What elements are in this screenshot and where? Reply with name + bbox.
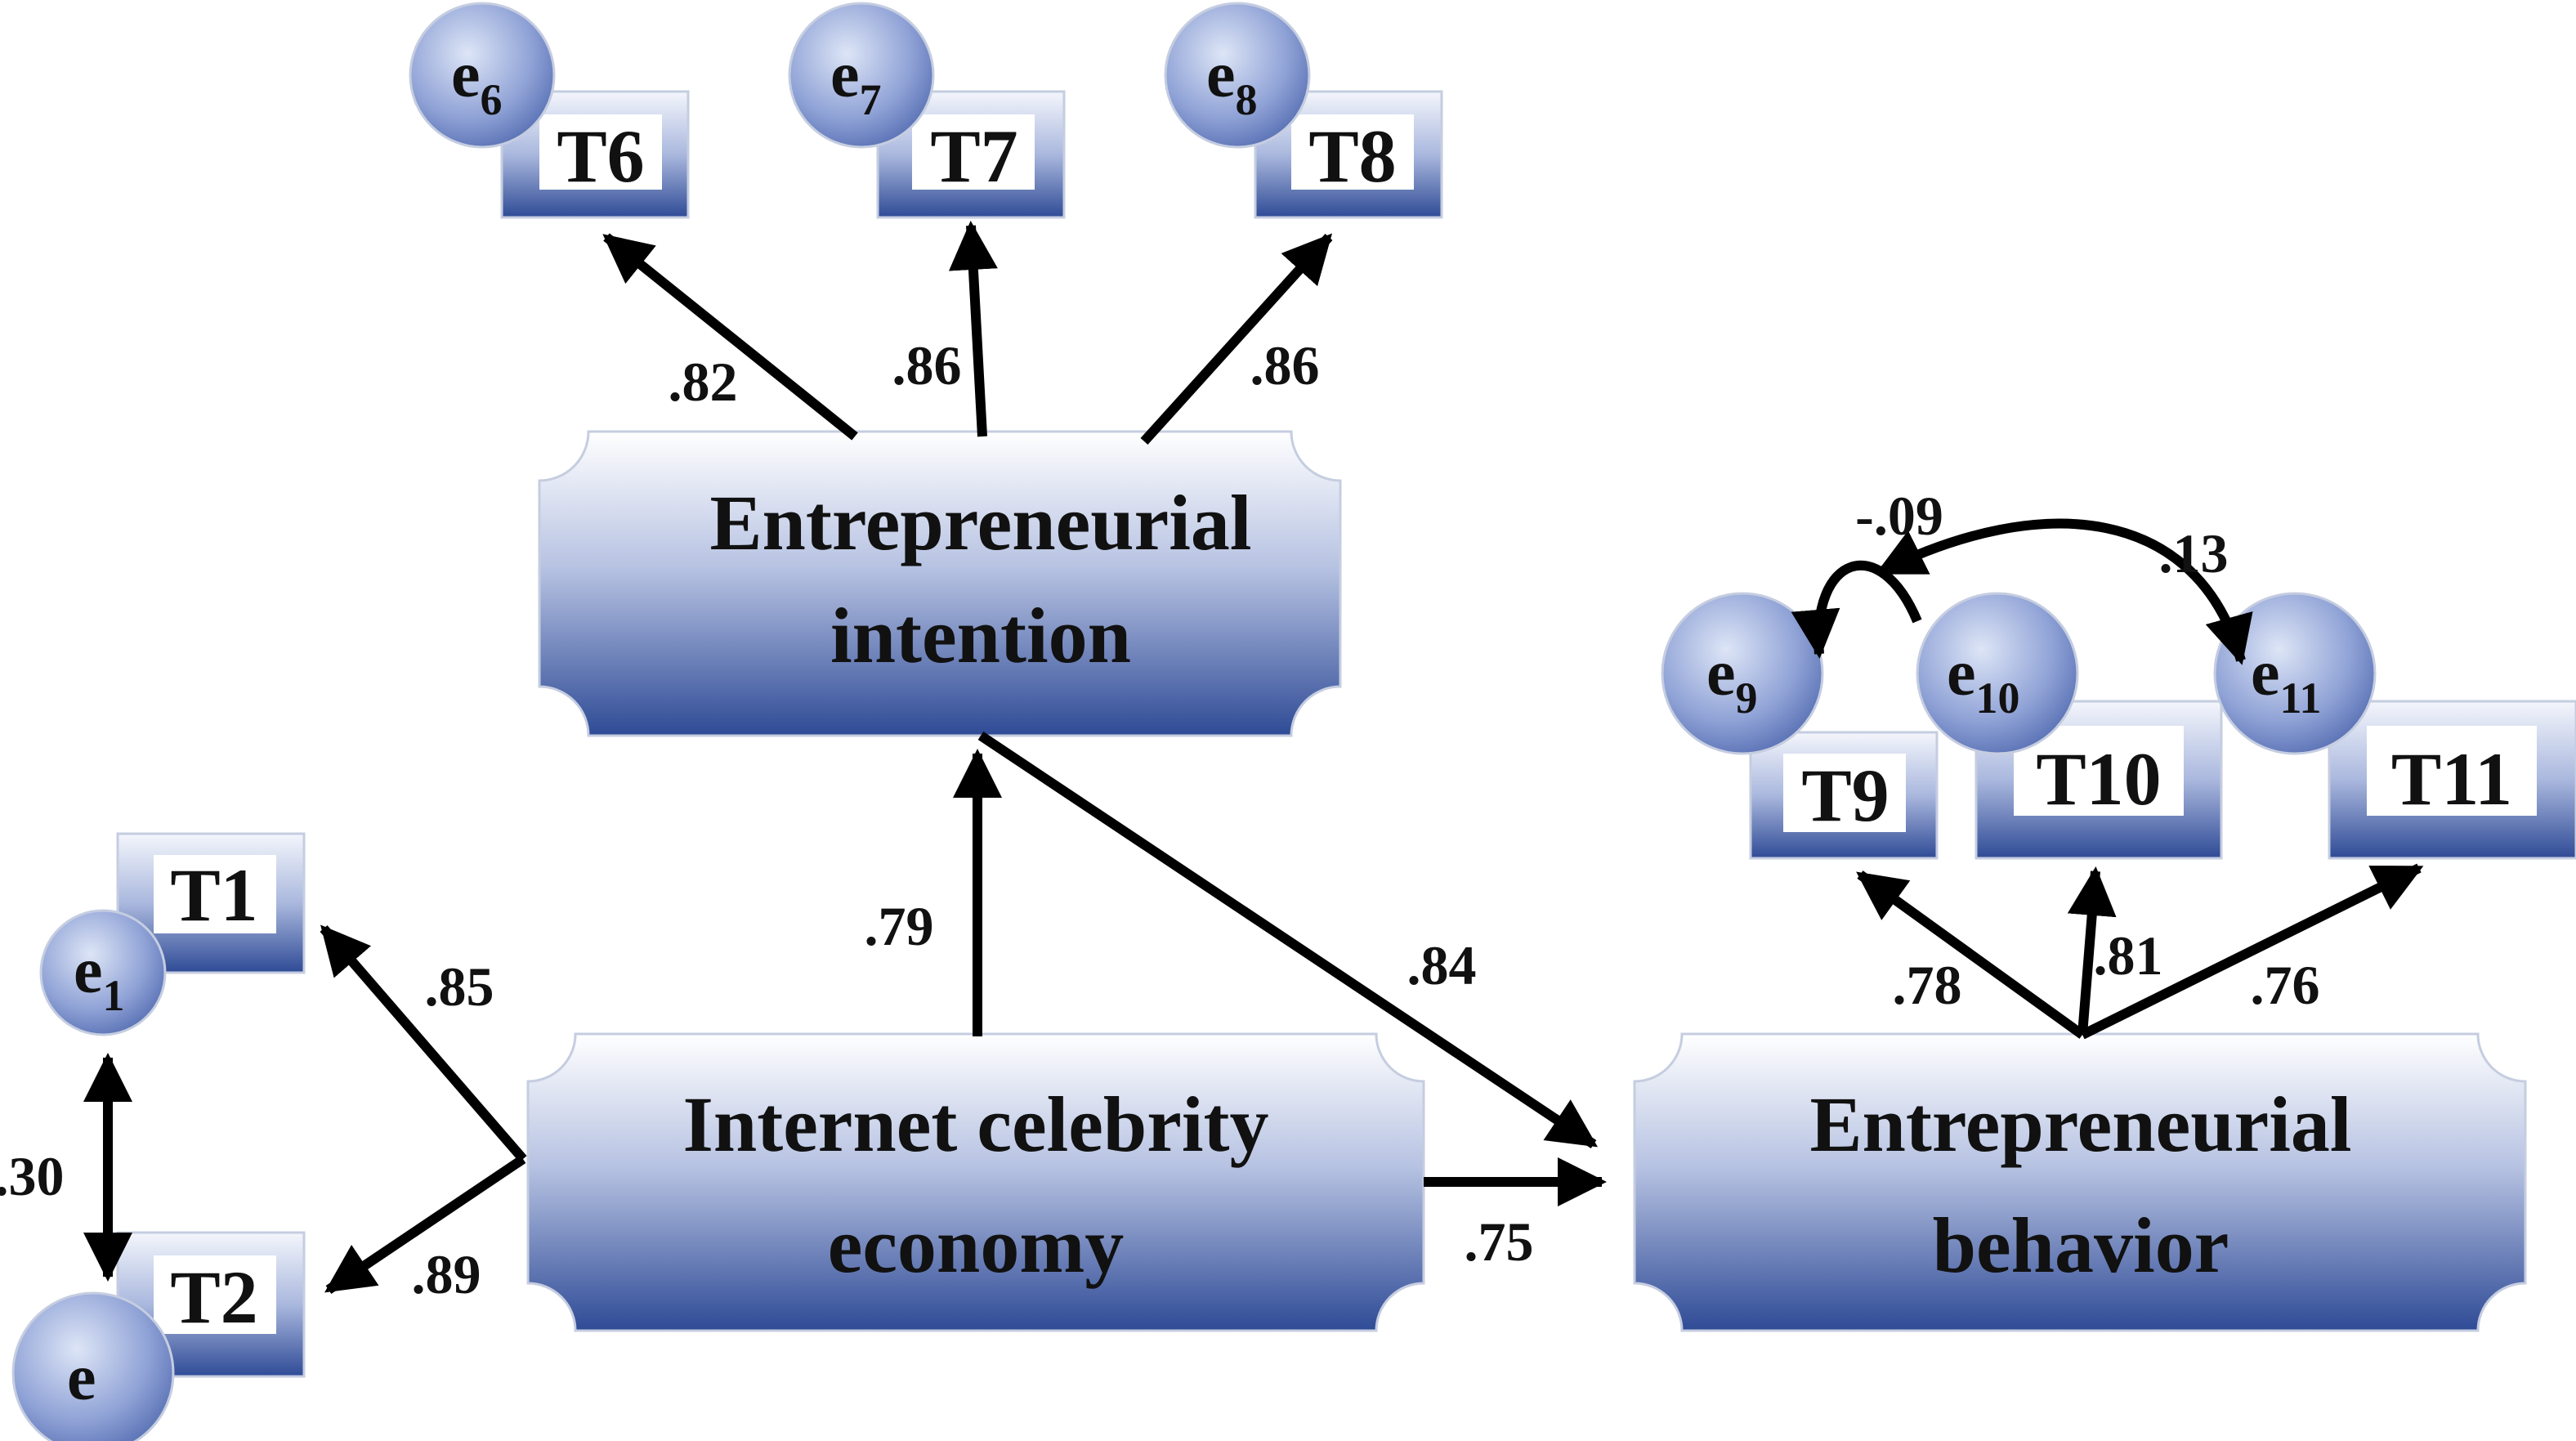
- cov-e9-e10: [1791, 560, 1922, 659]
- error-e8-base: e: [1206, 39, 1236, 111]
- coef-T8: .86: [1250, 334, 1320, 396]
- svg-text:e7: e7: [830, 39, 882, 124]
- coef-economy-behavior: .75: [1465, 1211, 1534, 1273]
- error-e11-base: e: [2251, 638, 2280, 709]
- path-behavior-T11: [2080, 863, 2424, 1040]
- indicator-T9-label: T9: [1801, 754, 1889, 837]
- latent-behavior-label-2: behavior: [1933, 1202, 2229, 1289]
- coef-T7: .86: [892, 334, 962, 396]
- path-intention-T6: [602, 233, 858, 441]
- indicator-T8-label: T8: [1308, 114, 1396, 198]
- latent-behavior: Entrepreneurial behavior: [1633, 1032, 2527, 1332]
- latent-economy: Internet celebrity economy: [526, 1032, 1425, 1332]
- path-economy-T1: [320, 924, 527, 1162]
- error-e9: e9: [1661, 592, 1824, 755]
- svg-text:e6: e6: [451, 39, 503, 124]
- coef-economy-intention: .79: [865, 895, 934, 957]
- svg-text:e8: e8: [1206, 39, 1258, 124]
- latent-behavior-label-1: Entrepreneurial: [1809, 1081, 2351, 1168]
- path-intention-behavior: [977, 732, 1598, 1148]
- error-e10-base: e: [1947, 638, 1976, 709]
- path-behavior-T9: [1856, 870, 2086, 1039]
- error-e11: e11: [2213, 592, 2377, 755]
- error-e7: e7: [788, 2, 935, 149]
- error-e1-sub: 1: [103, 971, 125, 1020]
- latent-intention-label-1: Entrepreneurial: [709, 479, 1251, 566]
- coef-T9: .78: [1893, 954, 1962, 1016]
- error-e2: e: [11, 1291, 175, 1441]
- svg-text:e11: e11: [2251, 638, 2322, 723]
- coef-e9-e11: .13: [2159, 522, 2229, 584]
- indicator-T10-label: T10: [2036, 737, 2161, 821]
- indicator-T11-label: T11: [2391, 737, 2512, 821]
- error-e6-sub: 6: [481, 75, 503, 124]
- coef-e1-e2: .30: [0, 1145, 65, 1207]
- indicator-T9: T9: [1749, 731, 1939, 860]
- error-e10: e10: [1916, 592, 2079, 755]
- indicator-T7-label: T7: [930, 114, 1017, 198]
- error-e10-sub: 10: [1976, 674, 2020, 723]
- error-e9-sub: 9: [1736, 674, 1758, 723]
- latent-intention-label-2: intention: [830, 592, 1131, 679]
- indicator-T2-label: T2: [170, 1255, 257, 1339]
- coef-T11: .76: [2251, 954, 2320, 1016]
- error-e7-base: e: [830, 39, 860, 111]
- coef-T10: .81: [2094, 924, 2163, 987]
- error-e2-base: e: [67, 1342, 96, 1414]
- coef-intention-behavior: .84: [1407, 934, 1477, 996]
- latent-intention: Entrepreneurial intention: [538, 430, 1342, 737]
- latent-economy-label-1: Internet celebrity: [682, 1081, 1268, 1168]
- svg-text:e1: e1: [74, 935, 125, 1020]
- latent-intention-shape: [538, 430, 1342, 737]
- error-e6: e6: [409, 2, 556, 149]
- error-e6-base: e: [451, 39, 481, 111]
- error-e9-base: e: [1706, 638, 1736, 709]
- cov-e9-e11: [1875, 518, 2253, 665]
- latent-economy-label-2: economy: [828, 1202, 1125, 1289]
- coef-e9-e10: -.09: [1855, 485, 1943, 547]
- error-e1-base: e: [74, 935, 103, 1007]
- indicator-T7: T7: [876, 90, 1066, 219]
- error-e11-sub: 11: [2280, 674, 2322, 723]
- path-economy-T2: [324, 1155, 526, 1294]
- svg-text:e9: e9: [1706, 638, 1758, 723]
- indicator-T1-label: T1: [170, 853, 257, 937]
- coef-T6: .82: [669, 351, 738, 413]
- error-e8-sub: 8: [1236, 75, 1258, 124]
- indicator-T11: T11: [2328, 700, 2576, 860]
- coef-T2: .89: [412, 1243, 481, 1305]
- latent-economy-shape: [526, 1032, 1425, 1332]
- error-e1: e1: [39, 909, 167, 1036]
- path-behavior-T10: [2067, 866, 2117, 1036]
- indicator-T6-label: T6: [557, 114, 644, 198]
- path-intention-T7: [948, 221, 998, 437]
- path-intention-T8: [1140, 233, 1333, 445]
- coef-T1: .85: [425, 955, 494, 1018]
- latent-behavior-shape: [1633, 1032, 2527, 1332]
- path-arrows: [83, 221, 2424, 1294]
- error-e7-sub: 7: [860, 75, 882, 124]
- svg-text:e: e: [67, 1342, 96, 1414]
- error-e8: e8: [1164, 2, 1311, 149]
